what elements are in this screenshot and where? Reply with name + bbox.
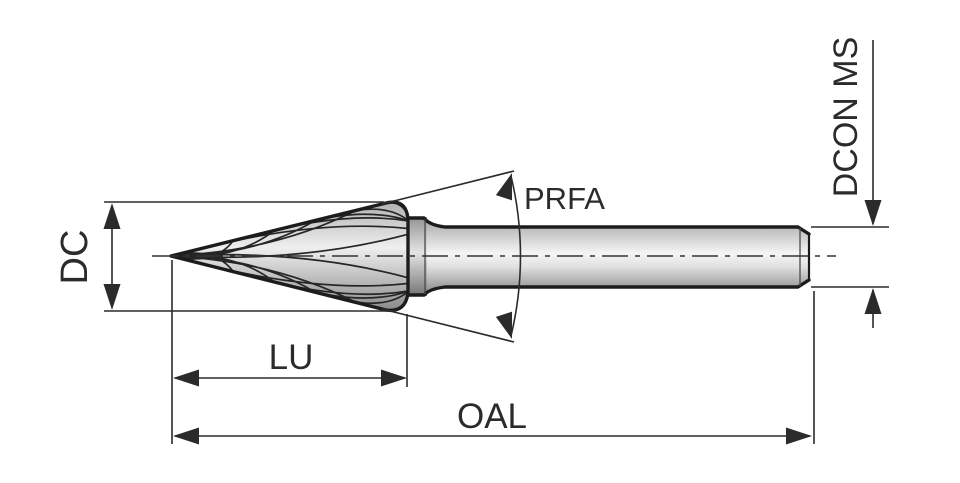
dcon-ms-label: DCON MS	[827, 37, 865, 198]
shank-bottom-outline	[406, 278, 811, 297]
shank-top-outline	[406, 216, 811, 236]
collar	[406, 217, 427, 296]
dimension-oal: OAL	[173, 291, 815, 445]
dimension-prfa: PRFA	[381, 170, 605, 343]
dcon-arrow-down	[864, 200, 882, 226]
dimension-lu: LU	[171, 260, 408, 444]
oal-arrow-left	[173, 427, 199, 445]
cone-outline	[169, 200, 410, 313]
prfa-tangent-top	[381, 170, 515, 205]
lu-arrow-right	[381, 369, 407, 387]
oal-arrow-right	[786, 427, 812, 445]
prfa-arrow-top	[495, 173, 513, 201]
dc-label: DC	[54, 230, 96, 285]
prfa-label: PRFA	[524, 181, 605, 216]
lu-label: LU	[269, 338, 314, 377]
lu-arrow-left	[173, 369, 199, 387]
shank-body	[427, 219, 810, 295]
dc-arrow-up	[103, 203, 121, 229]
dimension-dc: DC	[54, 201, 396, 312]
prfa-arc	[510, 175, 522, 337]
dimension-dcon-ms: DCON MS	[811, 37, 889, 328]
dcon-arrow-up	[864, 288, 882, 314]
prfa-tangent-bottom	[381, 308, 515, 343]
oal-label: OAL	[457, 397, 527, 436]
prfa-arrow-bottom	[495, 311, 513, 339]
dc-arrow-down	[103, 284, 121, 310]
